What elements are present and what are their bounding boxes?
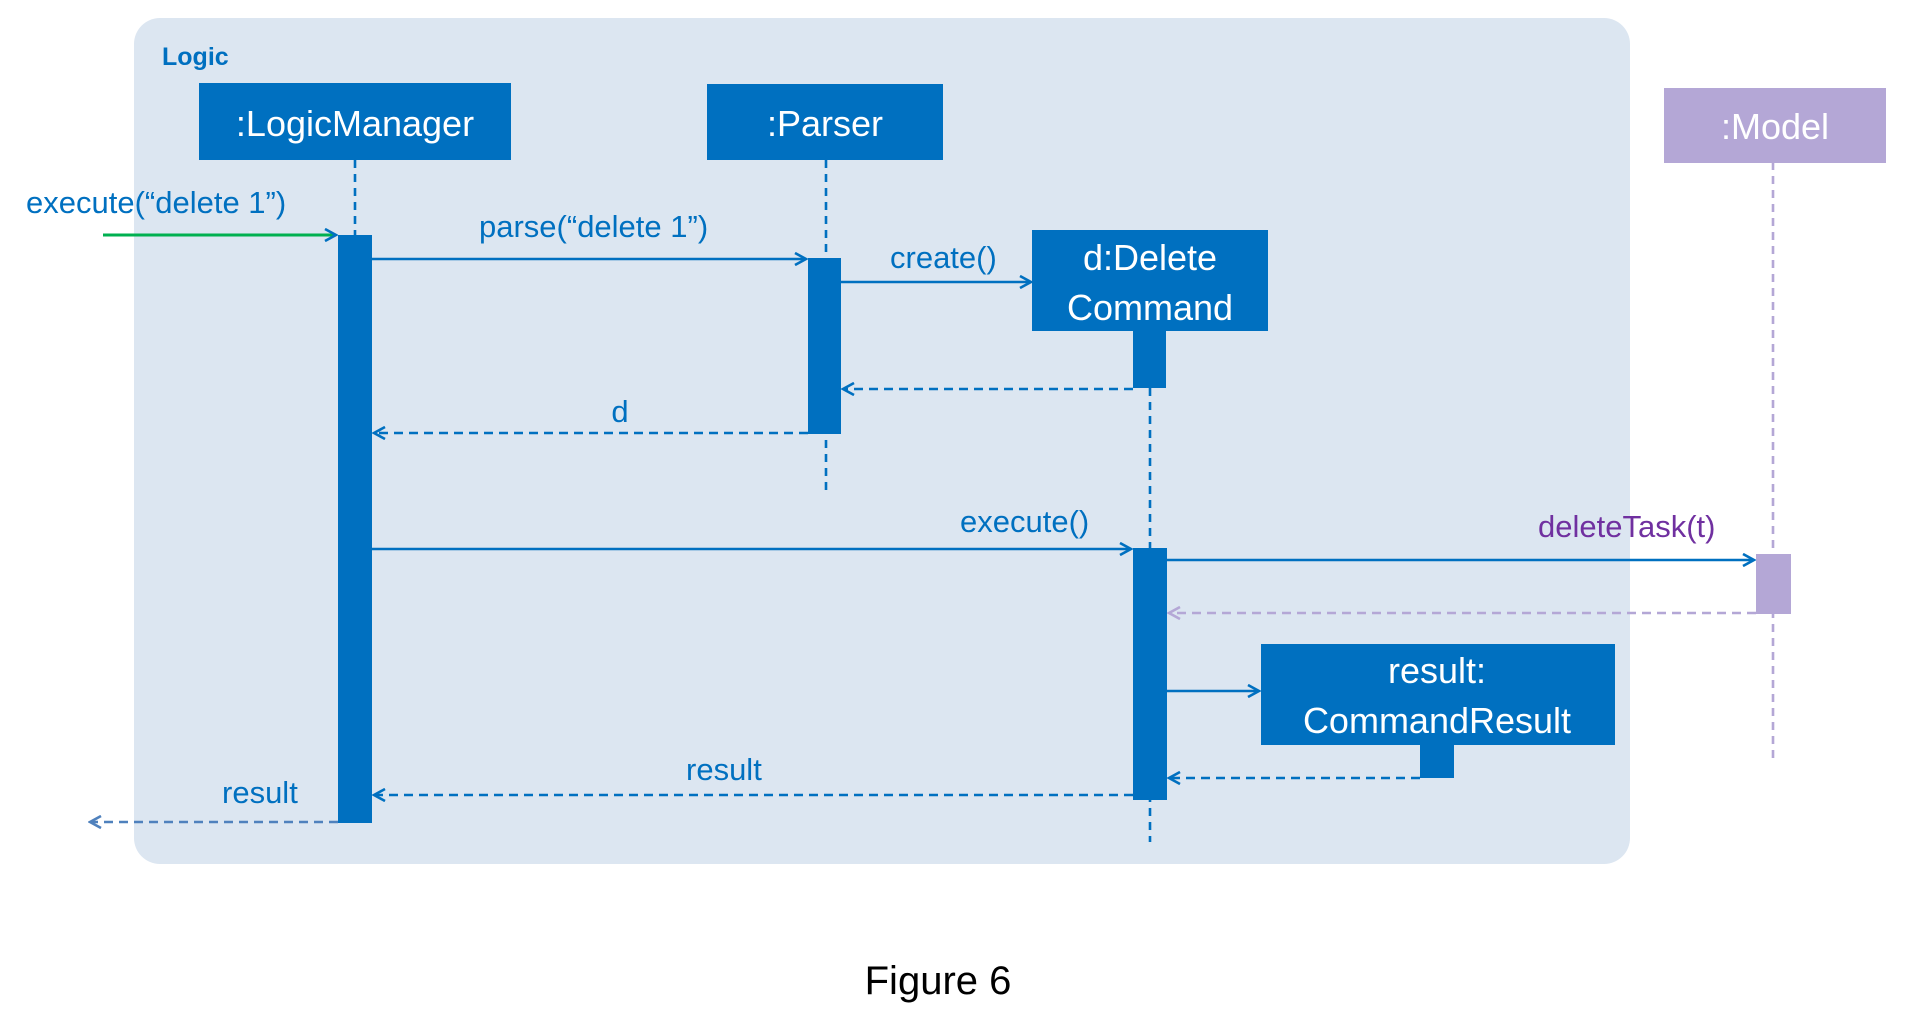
command-result-activation <box>1420 744 1454 778</box>
delete-command-creation-activation <box>1133 330 1166 388</box>
logic-manager-box <box>199 83 511 160</box>
command-result-box <box>1261 644 1615 745</box>
execute-delete-label: execute(“delete 1”) <box>26 185 286 220</box>
logic-manager-activation <box>338 235 372 823</box>
command-result-label-line1: result: <box>1388 650 1486 691</box>
parser-label: :Parser <box>767 103 883 144</box>
execute-label: execute() <box>960 504 1089 539</box>
command-result-label-line2: CommandResult <box>1303 700 1571 741</box>
logic-frame-label: Logic <box>162 43 229 71</box>
model-label: :Model <box>1721 106 1829 147</box>
create-label: create() <box>890 240 997 275</box>
delete-command-label-line1: d:Delete <box>1083 237 1217 278</box>
parser-activation <box>808 258 841 434</box>
parser-box <box>707 84 943 160</box>
return-d-label: d <box>611 394 628 429</box>
model-activation <box>1756 554 1791 614</box>
delete-command-box <box>1032 230 1268 331</box>
logic-frame <box>134 18 1630 864</box>
delete-task-label: deleteTask(t) <box>1538 509 1715 544</box>
delete-command-activation <box>1133 548 1167 800</box>
model-box <box>1664 88 1886 163</box>
logic-manager-label: :LogicManager <box>236 103 474 144</box>
figure-caption: Figure 6 <box>865 959 1012 1003</box>
delete-command-label-line2: Command <box>1067 287 1233 328</box>
return-result-outer-label: result <box>222 775 298 810</box>
return-result-inner-label: result <box>686 752 762 787</box>
parse-label: parse(“delete 1”) <box>479 209 708 244</box>
